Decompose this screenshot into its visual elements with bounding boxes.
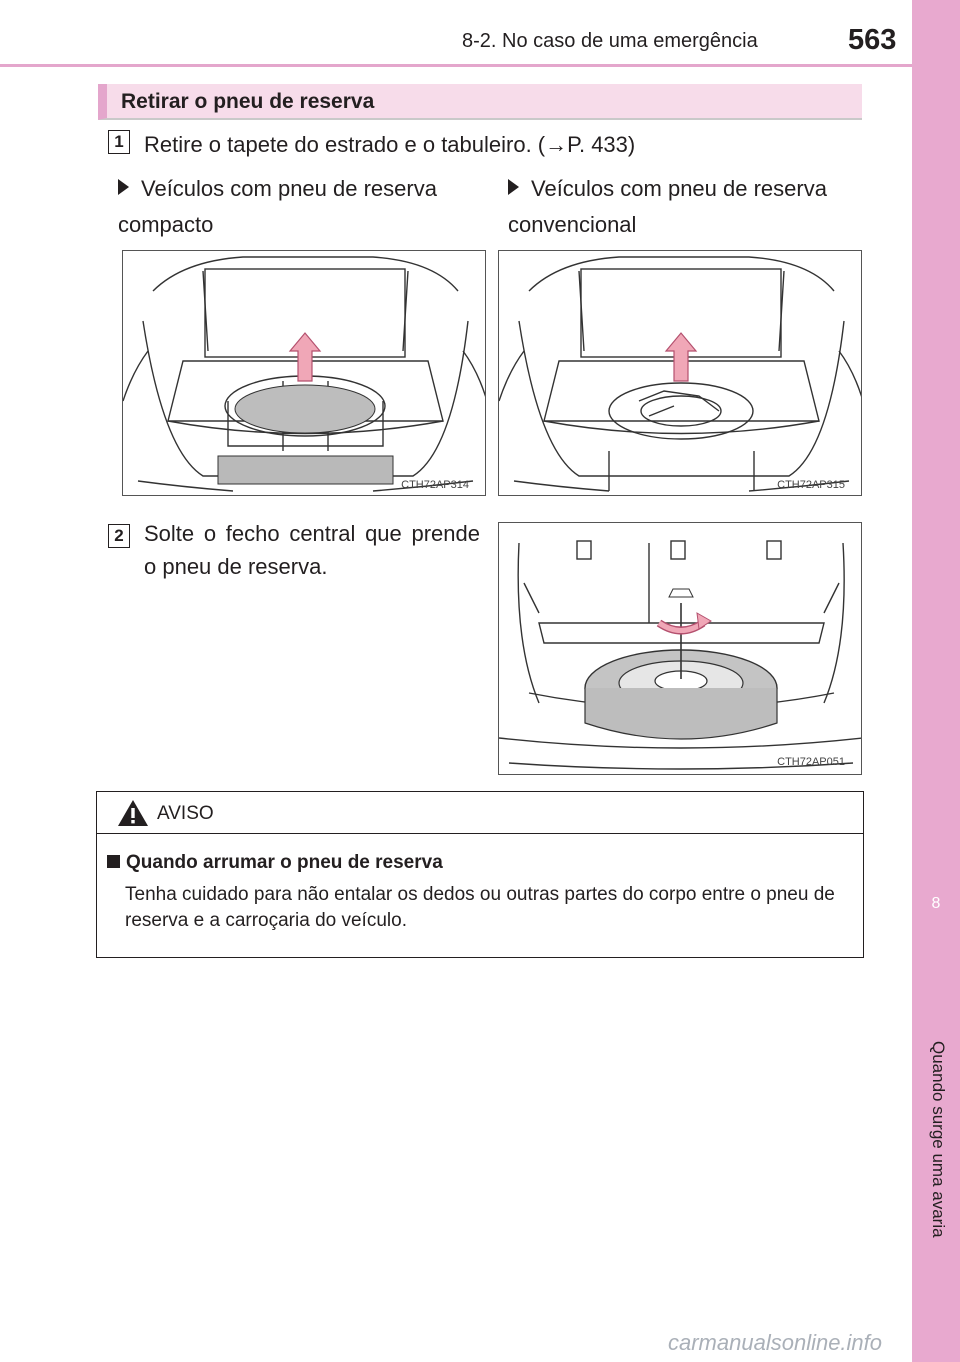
step-2-text: Solte o fecho central que prende o pneu …	[144, 521, 480, 579]
figure-code: CTH72AP314	[401, 479, 469, 491]
trunk-compact-illustration	[123, 256, 485, 492]
warning-header: AVISO	[97, 792, 863, 834]
figure-code: CTH72AP315	[777, 479, 845, 491]
variant-conventional-label: Veículos com pneu de reserva convenciona…	[508, 176, 827, 237]
trunk-conventional-illustration	[499, 256, 861, 492]
chapter-number: 8	[931, 895, 941, 912]
step-2-number: 2	[108, 524, 130, 548]
section-heading-text: Retirar o pneu de reserva	[121, 90, 375, 113]
chapter-side-tab	[912, 0, 960, 1362]
variant-compact-label: Veículos com pneu de reserva compacto	[118, 176, 437, 237]
chapter-title: Quando surge uma avaria	[929, 1041, 948, 1238]
warning-subheading: Quando arrumar o pneu de reserva	[107, 852, 443, 874]
section-heading: Retirar o pneu de reserva	[98, 84, 862, 120]
warning-title: AVISO	[157, 803, 214, 824]
figure-compact-spare: CTH72AP314	[122, 250, 486, 496]
figure-conventional-spare: CTH72AP315	[498, 250, 862, 496]
warning-box: AVISO Quando arrumar o pneu de reserva T…	[96, 791, 864, 958]
triangle-bullet-icon	[508, 179, 519, 195]
header-section-title: 8-2. No caso de uma emergência	[462, 30, 758, 52]
page-number: 563	[848, 24, 897, 56]
watermark: carmanualsonline.info	[668, 1330, 883, 1355]
warning-triangle-icon	[118, 800, 148, 826]
warning-body: Tenha cuidado para não entalar os dedos …	[125, 884, 835, 931]
header-rule	[0, 64, 912, 67]
step-1-number: 1	[108, 130, 130, 154]
figure-central-fastener: CTH72AP051	[498, 522, 862, 775]
step-1-text: Retire o tapete do estrado e o tabuleiro…	[144, 132, 636, 157]
figure-code: CTH72AP051	[777, 756, 845, 768]
spare-tire-fastener-illustration	[499, 540, 861, 770]
triangle-bullet-icon	[118, 179, 129, 195]
square-bullet-icon	[107, 855, 120, 868]
